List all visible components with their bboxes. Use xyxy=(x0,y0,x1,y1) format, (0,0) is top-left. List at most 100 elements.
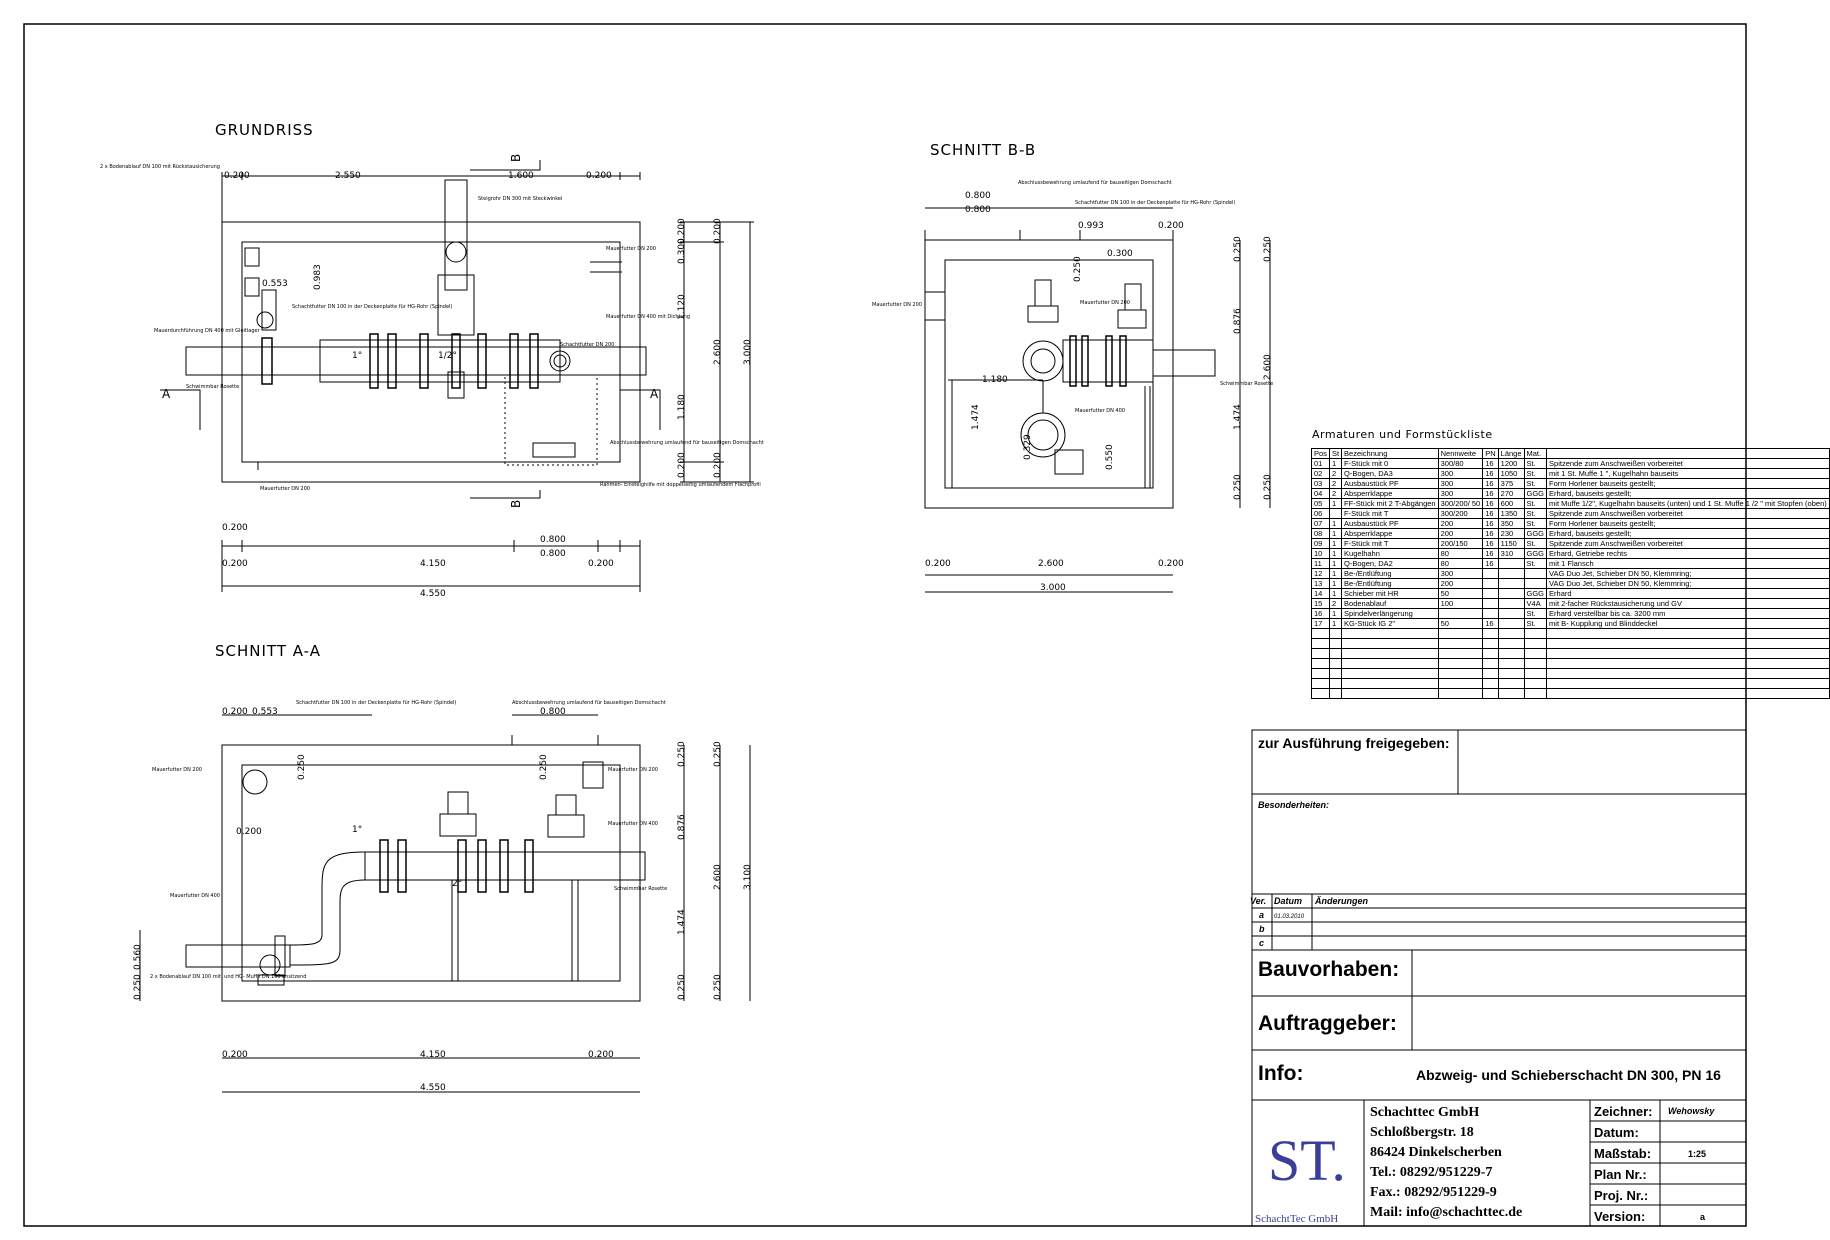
table-cell: 2 xyxy=(1328,488,1343,499)
table-cell: 375 xyxy=(1497,478,1525,489)
table-cell xyxy=(1482,578,1499,589)
field-datum-label: Datum: xyxy=(1594,1125,1639,1140)
aa-dim-total: 4.550 xyxy=(420,1083,446,1093)
table-cell xyxy=(1482,668,1499,679)
table-cell: Erhard, bauseits gestellt; xyxy=(1546,528,1830,539)
table-cell xyxy=(1311,678,1330,689)
table-cell xyxy=(1341,678,1439,689)
company-mail: Mail: info@schachttec.de xyxy=(1370,1205,1522,1220)
table-cell: 2 xyxy=(1328,478,1343,489)
table-cell: 1350 xyxy=(1497,508,1525,519)
table-cell xyxy=(1546,638,1830,649)
table-cell xyxy=(1437,648,1484,659)
table-cell xyxy=(1341,688,1439,699)
auftraggeber-label: Auftraggeber: xyxy=(1258,1012,1397,1035)
table-cell: 04 xyxy=(1311,488,1330,499)
aa-dim-rightout-1: 0.250 xyxy=(713,741,723,767)
table-cell xyxy=(1328,668,1343,679)
company-logo-caption: SchachtTec GmbH xyxy=(1255,1213,1338,1225)
table-cell: Erhard, Getriebe rechts xyxy=(1546,548,1830,559)
table-cell: 350 xyxy=(1497,518,1525,529)
table-cell: 16 xyxy=(1482,548,1499,559)
bb-note-1: Abschlussbewehrung umlaufend für bauseit… xyxy=(1018,180,1172,186)
table-cell xyxy=(1311,638,1330,649)
aa-dim-int-5: 2° xyxy=(452,879,462,889)
bb-dim-int-1: 0.300 xyxy=(1107,249,1133,259)
table-cell: St. xyxy=(1523,498,1548,509)
table-cell xyxy=(1523,668,1548,679)
table-cell xyxy=(1328,658,1343,669)
title-block-frame xyxy=(1251,729,1747,1227)
table-cell: 300/200/ 50 xyxy=(1437,498,1484,509)
dim-internal-1: 0.553 xyxy=(262,279,288,289)
table-cell: GGG xyxy=(1523,548,1548,559)
special-label: Besonderheiten: xyxy=(1258,800,1329,810)
table-cell: Spitzende zum Anschweißen vorbereitet xyxy=(1546,458,1830,469)
table-cell xyxy=(1482,628,1499,639)
table-cell: Erhard verstellbar bis ca. 3200 mm xyxy=(1546,608,1830,619)
table-cell xyxy=(1482,568,1499,579)
field-proj-label: Proj. Nr.: xyxy=(1594,1188,1648,1203)
bb-dim-int-5: 0.550 xyxy=(1105,444,1115,470)
table-cell: 09 xyxy=(1311,538,1330,549)
table-cell: 230 xyxy=(1497,528,1525,539)
table-cell: St. xyxy=(1523,518,1548,529)
table-cell xyxy=(1341,648,1439,659)
table-cell: Ausbaustück PF xyxy=(1341,478,1439,489)
table-cell: 1 xyxy=(1328,608,1343,619)
table-cell: 16 xyxy=(1482,468,1499,479)
dim-rightmid-2: 2.600 xyxy=(713,339,723,365)
table-cell xyxy=(1437,678,1484,689)
table-cell: GGG xyxy=(1523,528,1548,539)
table-cell xyxy=(1523,568,1548,579)
dim-top-3: 1.600 xyxy=(508,171,534,181)
table-cell xyxy=(1328,508,1343,519)
info-value: Abzweig- und Schieberschacht DN 300, PN … xyxy=(1416,1067,1721,1083)
schnitt-bb-view: SCHNITT B-B xyxy=(924,141,1271,593)
aa-dim-rightout-2: 2.600 xyxy=(713,864,723,890)
table-cell: Be-/Entlüftung xyxy=(1341,578,1439,589)
table-cell xyxy=(1311,658,1330,669)
aa-dim-right-4: 0.250 xyxy=(677,974,687,1000)
table-cell: 15 xyxy=(1311,598,1330,609)
dim-bottom-1: 0.200 xyxy=(222,559,248,569)
bb-dim-right-4: 0.250 xyxy=(1233,474,1243,500)
dim-rightmid-1: 0.200 xyxy=(713,218,723,244)
table-cell: 310 xyxy=(1497,548,1525,559)
table-cell: 300 xyxy=(1437,568,1484,579)
aa-dim-right-2: 0.876 xyxy=(677,814,687,840)
table-row xyxy=(1311,678,1830,689)
table-cell xyxy=(1523,578,1548,589)
table-cell: Absperrklappe xyxy=(1341,528,1439,539)
schnitt-aa-dimensions: 0.200 0.553 0.800 0.250 0.200 0.250 1° 2… xyxy=(133,707,753,1093)
aa-dim-left-2: 0.250 xyxy=(133,974,143,1000)
table-row xyxy=(1311,648,1830,659)
table-cell xyxy=(1546,688,1830,699)
col-pn: PN xyxy=(1482,448,1499,459)
table-cell: 2 xyxy=(1328,468,1343,479)
table-cell xyxy=(1523,638,1548,649)
table-cell: F-Stück mit 0 xyxy=(1341,458,1439,469)
table-cell: 200/150 xyxy=(1437,538,1484,549)
bb-dim-top-3: 0.993 xyxy=(1078,221,1104,231)
field-zeichner-label: Zeichner: xyxy=(1594,1104,1653,1119)
col-mat: Mat. xyxy=(1523,448,1548,459)
bb-note-5: Mauerfutter DN 400 xyxy=(1075,408,1125,414)
field-version-label: Version: xyxy=(1594,1209,1645,1224)
bb-dim-int-4: 0.329 xyxy=(1023,434,1033,460)
table-cell xyxy=(1482,688,1499,699)
table-cell: 1 xyxy=(1328,588,1343,599)
table-cell xyxy=(1482,648,1499,659)
table-cell: 1 xyxy=(1328,458,1343,469)
table-cell xyxy=(1341,638,1439,649)
table-cell: 300/200 xyxy=(1437,508,1484,519)
dim-right-4: 1.180 xyxy=(677,394,687,420)
dim-bottom-3: 0.200 xyxy=(588,559,614,569)
